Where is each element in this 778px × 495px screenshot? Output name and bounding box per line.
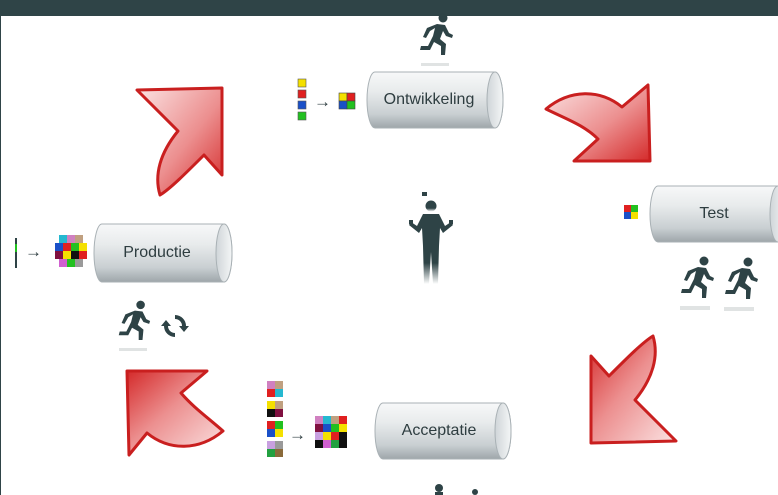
running-person-icon (118, 300, 151, 351)
color-tile-icon (624, 205, 638, 219)
curved-arrow-icon (125, 369, 225, 457)
transform-arrow: → (25, 242, 42, 261)
transform-arrow: → (289, 425, 306, 444)
stage-label-ontwikkeling: Ontwikkeling (383, 91, 475, 108)
curved-arrow-icon (544, 83, 652, 163)
running-person-icon (724, 257, 758, 311)
running-person-icon (435, 484, 478, 495)
transform-arrow: → (314, 92, 331, 111)
color-tile-icon (297, 78, 356, 121)
juggler-icon (409, 192, 453, 284)
stage-label-acceptatie: Acceptatie (401, 422, 477, 439)
refresh-icon (161, 315, 189, 337)
stage-ontwikkeling: Ontwikkeling (366, 70, 505, 130)
color-tile-icon (15, 235, 87, 268)
stage-test: Test (649, 184, 778, 244)
header-bar (1, 0, 778, 16)
stage-label-productie: Productie (123, 244, 191, 261)
stage-label-test: Test (699, 205, 729, 222)
curved-arrow-icon (135, 86, 224, 197)
running-person-icon (420, 13, 453, 66)
stage-acceptatie: Acceptatie (374, 401, 513, 461)
stage-productie: Productie (93, 222, 234, 284)
curved-arrow-icon (589, 334, 678, 445)
running-person-icon (680, 256, 714, 310)
color-tile-icon (267, 381, 347, 457)
